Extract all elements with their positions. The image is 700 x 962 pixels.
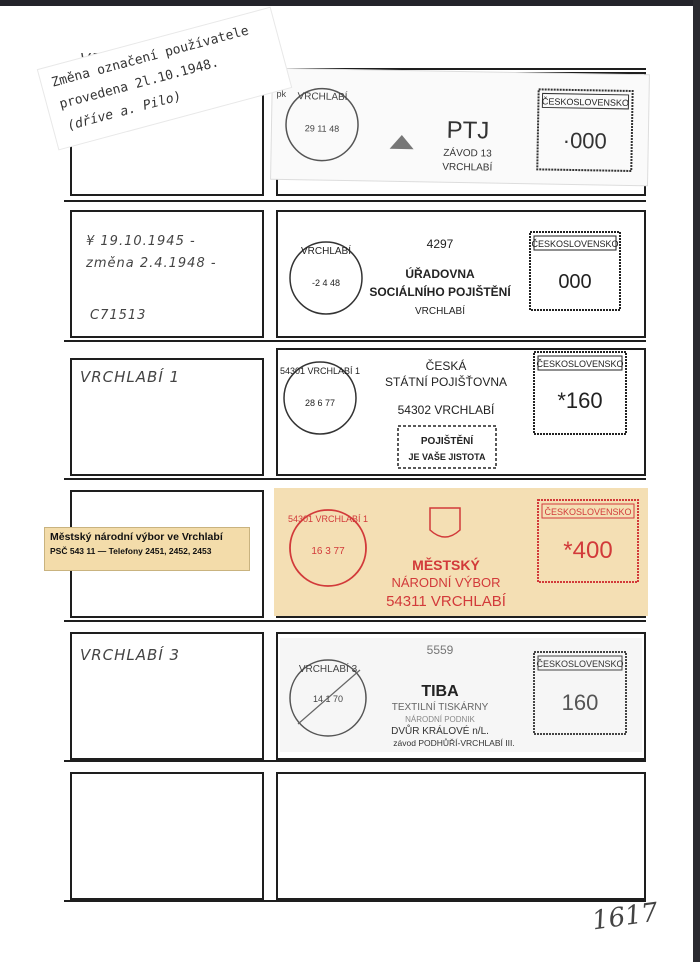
row-divider: [64, 68, 646, 70]
label-title: Městský národní výbor ve Vrchlabí: [50, 531, 223, 543]
stamp-line: DVŮR KRÁLOVÉ n/L.: [391, 724, 489, 737]
handwritten-change: změna 2.4.1948 -: [86, 256, 217, 271]
scan-top-edge: [0, 0, 700, 6]
tree-logo-icon: [389, 134, 414, 150]
meter-value: *160: [557, 388, 602, 413]
handwritten-label: VRCHLABÍ 3: [80, 646, 181, 664]
cancel-town: VRCHLABÍ: [297, 89, 347, 103]
row-divider: [64, 200, 646, 202]
meter-country: ČESKOSLOVENSKO: [531, 239, 618, 249]
meter-country: ČESKOSLOVENSKO: [544, 507, 631, 517]
meter-stamp-cutout: VRCHLABÍ -2 4 48 4297 ÚŘADOVNA SOCIÁLNÍH…: [280, 214, 642, 328]
meter-country: ČESKOSLOVENSKO: [542, 96, 629, 108]
left-box-3: [70, 358, 264, 476]
meter-value: *400: [563, 537, 612, 564]
cancel-town: VRCHLABÍ 3: [299, 662, 358, 675]
cancel-date: -2 4 48: [312, 278, 340, 288]
stamp-prefix: pk: [276, 89, 286, 99]
stamp-number: 5559: [427, 643, 454, 657]
stamp-line: STÁTNÍ POJIŠŤOVNA: [385, 374, 507, 389]
stamp-line: NÁRODNÍ VÝBOR: [391, 575, 500, 590]
stamp-line: ÚŘADOVNA: [405, 266, 475, 281]
cancel-town: 54301 VRCHLABÍ 1: [288, 514, 368, 524]
stamp-line: TIBA: [421, 683, 459, 700]
stamp-line: MĚSTSKÝ: [412, 556, 480, 573]
left-box-6: [70, 772, 264, 900]
cancel-date: 29 11 48: [305, 123, 340, 134]
stamp-number: 4297: [427, 237, 454, 251]
cancel-date: 28 6 77: [305, 398, 335, 408]
meter-country: ČESKOSLOVENSKO: [536, 659, 623, 669]
franking-stamp-3: 54301 VRCHLABÍ 1 28 6 77 ČESKÁ STÁTNÍ PO…: [280, 351, 627, 469]
right-box-3: [276, 348, 646, 476]
stamp-line: ČESKÁ: [426, 358, 467, 373]
ptj-logo: PTJ: [446, 117, 489, 145]
cancel-town: 54301 VRCHLABÍ 1: [280, 366, 360, 376]
page-number: 1617: [590, 897, 660, 937]
handwritten-date: ¥ 19.10.1945 -: [86, 234, 196, 249]
stamp-line: VRCHLABÍ: [442, 160, 492, 174]
stamp-line: NÁRODNÍ PODNIK: [405, 715, 475, 724]
row-divider: [64, 900, 646, 902]
handwritten-label: VRCHLABÍ 1: [80, 368, 181, 386]
franking-stamp-4: 54301 VRCHLABÍ 1 16 3 77 MĚSTSKÝ NÁRODNÍ…: [288, 499, 639, 610]
handwritten-code: C71513: [90, 308, 147, 323]
meter-value: 000: [558, 271, 591, 293]
franking-stamp-2: VRCHLABÍ -2 4 48 4297 ÚŘADOVNA SOCIÁLNÍH…: [289, 231, 621, 317]
slogan-line: JE VAŠE JISTOTA: [408, 451, 486, 462]
printed-address-label: Městský národní výbor ve Vrchlabí PSČ 54…: [44, 527, 250, 571]
row-divider: [64, 478, 646, 480]
cancel-date: 14 1 70: [313, 694, 343, 704]
stamp-line: 54311 VRCHLABÍ: [386, 593, 507, 610]
meter-stamp-cutout: pk VRCHLABÍ 29 11 48 PTJ ZÁVOD 13 VRCHLA…: [271, 68, 649, 186]
franking-stamp-1: pk VRCHLABÍ 29 11 48 PTJ ZÁVOD 13 VRCHLA…: [276, 87, 634, 174]
cancel-date: 16 3 77: [311, 546, 345, 557]
meter-stamp-cutout: 54301 VRCHLABÍ 1 16 3 77 MĚSTSKÝ NÁRODNÍ…: [274, 488, 648, 616]
meter-stamp-cutout: 54301 VRCHLABÍ 1 28 6 77 ČESKÁ STÁTNÍ PO…: [280, 350, 642, 474]
row-divider: [64, 760, 646, 762]
stamp-line: SOCIÁLNÍHO POJIŠTĚNÍ: [369, 284, 511, 299]
stamp-line: ZÁVOD 13: [443, 146, 492, 160]
row-divider: [64, 340, 646, 342]
cancel-town: VRCHLABÍ: [301, 244, 351, 257]
meter-value: 160: [562, 690, 599, 715]
coat-of-arms-icon: [429, 507, 461, 538]
stamp-line: 54302 VRCHLABÍ: [398, 402, 495, 417]
left-box-5: [70, 632, 264, 760]
stamp-line: VRCHLABÍ: [415, 304, 465, 317]
scan-right-edge: [693, 0, 700, 962]
label-contact: PSČ 543 11 — Telefony 2451, 2452, 2453: [50, 546, 212, 556]
meter-country: ČESKOSLOVENSKO: [536, 359, 623, 369]
left-box-2: [70, 210, 264, 338]
right-box-6: [276, 772, 646, 900]
stamp-line: závod PODHŮŘÍ-VRCHLABÍ III.: [393, 737, 514, 748]
slogan-line: POJIŠTĚNÍ: [421, 434, 473, 447]
stamp-line: TEXTILNÍ TISKÁRNY: [392, 700, 489, 713]
row-divider: [64, 620, 646, 622]
meter-stamp-cutout: VRCHLABÍ 3 14 1 70 5559 TIBA TEXTILNÍ TI…: [280, 638, 642, 752]
franking-stamp-5: VRCHLABÍ 3 14 1 70 5559 TIBA TEXTILNÍ TI…: [289, 643, 627, 748]
meter-value: ·000: [563, 128, 607, 154]
